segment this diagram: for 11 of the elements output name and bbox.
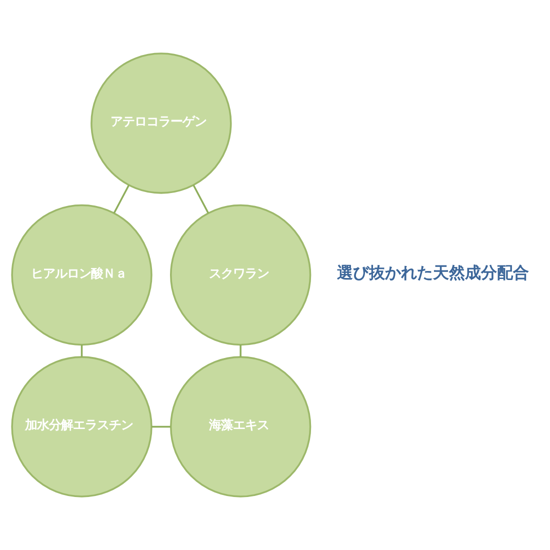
label: 選び抜かれた天然成分配合 (336, 263, 529, 282)
connector (192, 184, 210, 214)
node-circle: スクワラン (170, 204, 312, 346)
node-circle: アテロコラーゲン (90, 52, 232, 194)
node-circle: ヒアルロン酸Ｎａ (11, 204, 152, 346)
connector (80, 344, 83, 357)
node-circle: 海藻エキス (170, 356, 312, 498)
node-circle: 加水分解エラスチン (11, 356, 152, 498)
connector (152, 426, 171, 428)
connector (240, 344, 242, 357)
connector (113, 184, 130, 214)
